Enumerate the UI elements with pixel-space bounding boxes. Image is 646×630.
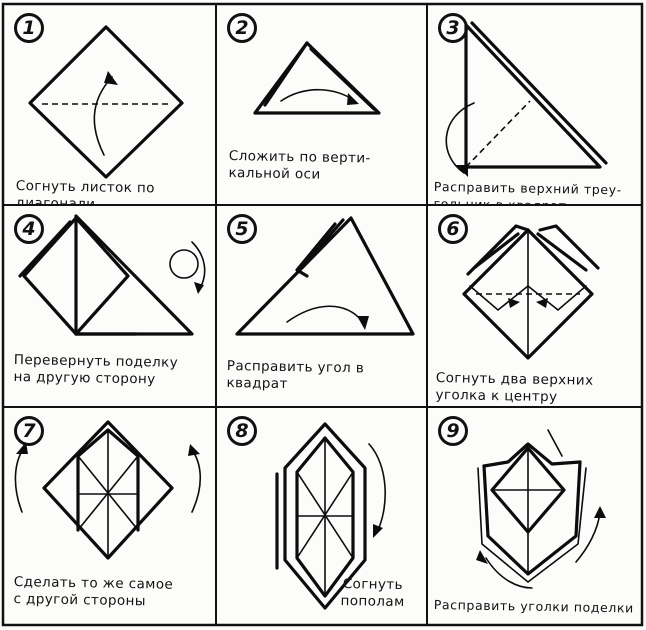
step-6-caption: Согнуть два верхних уголка к центру: [435, 370, 593, 406]
step-3-number: 3: [438, 13, 468, 43]
step-6-panel: 6 Согнуть два верхних уголка к центру: [428, 206, 641, 406]
step-9-number: 9: [438, 416, 468, 446]
step-6-number: 6: [438, 214, 468, 244]
step-5-number: 5: [227, 214, 257, 244]
step-3-caption: Расправить верхний треу- гольник в квадр…: [433, 178, 622, 204]
step-5-panel: 5 Расправить угол в квадрат: [217, 206, 426, 406]
step-7-caption: Сделать то же самое с другой стороны: [13, 574, 173, 611]
step-4-panel: 4 Перевернуть поделку на другую сторону: [4, 206, 215, 406]
step-7-number: 7: [14, 416, 44, 446]
step-8-panel: 8 Согнуть пополам: [217, 408, 426, 624]
step-8-caption: Согнуть пополам: [340, 576, 405, 611]
step-9-caption: Расправить уголки поделки: [434, 596, 634, 616]
step-4-caption: Перевернуть поделку на другую сторону: [13, 352, 178, 389]
step-2-panel: 2 Сложить по верти- кальной оси: [217, 5, 426, 204]
step-4-number: 4: [14, 214, 44, 244]
step-9-panel: 9 Расправить уголки поделки: [428, 408, 641, 624]
step-1-caption: Согнуть листок по диагонали: [15, 178, 155, 204]
step-8-number: 8: [227, 416, 257, 446]
step-5-caption: Расправить угол в квадрат: [226, 358, 364, 394]
step-1-number: 1: [14, 13, 44, 43]
step-2-number: 2: [227, 13, 257, 43]
step-2-caption: Сложить по верти- кальной оси: [228, 148, 370, 184]
step-7-panel: 7 Сделать то же самое с другой стороны: [4, 408, 215, 624]
step-3-panel: 3 Расправить верхний треу- гольник в ква…: [428, 5, 641, 204]
step-1-panel: 1 Согнуть листок по диагонали: [4, 5, 215, 204]
